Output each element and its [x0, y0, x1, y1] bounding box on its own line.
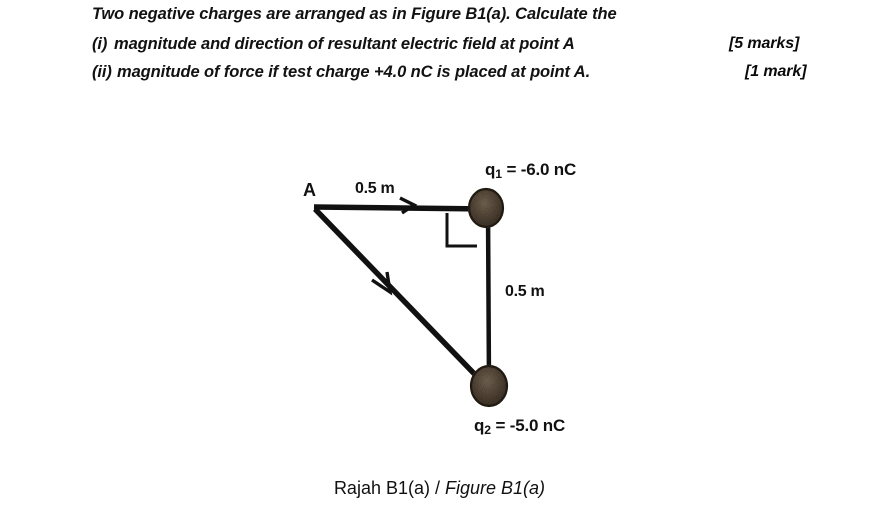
arrow-tick-diagonal-icon	[371, 271, 393, 296]
charge-2-subscript: 2	[484, 423, 491, 438]
question-item-ii: (ii) magnitude of force if test charge +4…	[92, 64, 852, 81]
charge-2-symbol: q	[474, 416, 485, 435]
item-marker-i: (i)	[92, 34, 108, 53]
charge-1-value: = -6.0 nC	[502, 160, 577, 179]
charge-1-symbol: q	[485, 160, 496, 179]
question-stem-text: Two negative charges are arranged as in …	[92, 5, 617, 23]
figure-caption: Rajah B1(a) / Figure B1(a)	[0, 478, 879, 499]
side-hypotenuse	[313, 207, 489, 389]
right-angle-marker	[445, 213, 477, 248]
side-top-horizontal	[313, 204, 488, 212]
question-stem: Two negative charges are arranged as in …	[92, 6, 852, 23]
marks-badge-ii: [1 mark]	[745, 63, 807, 80]
marks-badge-i: [5 marks]	[729, 34, 800, 52]
charge-1-label: q1 = -6.0 nC	[485, 160, 576, 181]
figure-caption-english: Figure B1(a)	[445, 478, 546, 498]
arrow-tick-horizontal-icon	[399, 196, 418, 215]
charge-1-subscript: 1	[495, 167, 502, 182]
figure-caption-malay: Rajah B1(a) /	[333, 478, 445, 498]
charge-1-marker	[467, 187, 505, 229]
item-text-ii: magnitude of force if test charge +4.0 n…	[117, 63, 591, 81]
question-item-i: (i) magnitude and direction of resultant …	[92, 34, 852, 53]
side-vertical	[485, 208, 492, 387]
charge-2-marker	[469, 364, 509, 408]
point-a-label: A	[303, 180, 316, 200]
charge-2-value: = -5.0 nC	[491, 416, 566, 435]
dimension-side-label: 0.5 m	[505, 283, 545, 300]
item-text-i: magnitude and direction of resultant ele…	[114, 34, 575, 53]
dimension-top-label: 0.5 m	[355, 180, 395, 197]
item-marker-ii: (ii)	[92, 63, 112, 81]
charge-2-label: q2 = -5.0 nC	[474, 416, 565, 437]
question-block: Two negative charges are arranged as in …	[92, 6, 852, 93]
